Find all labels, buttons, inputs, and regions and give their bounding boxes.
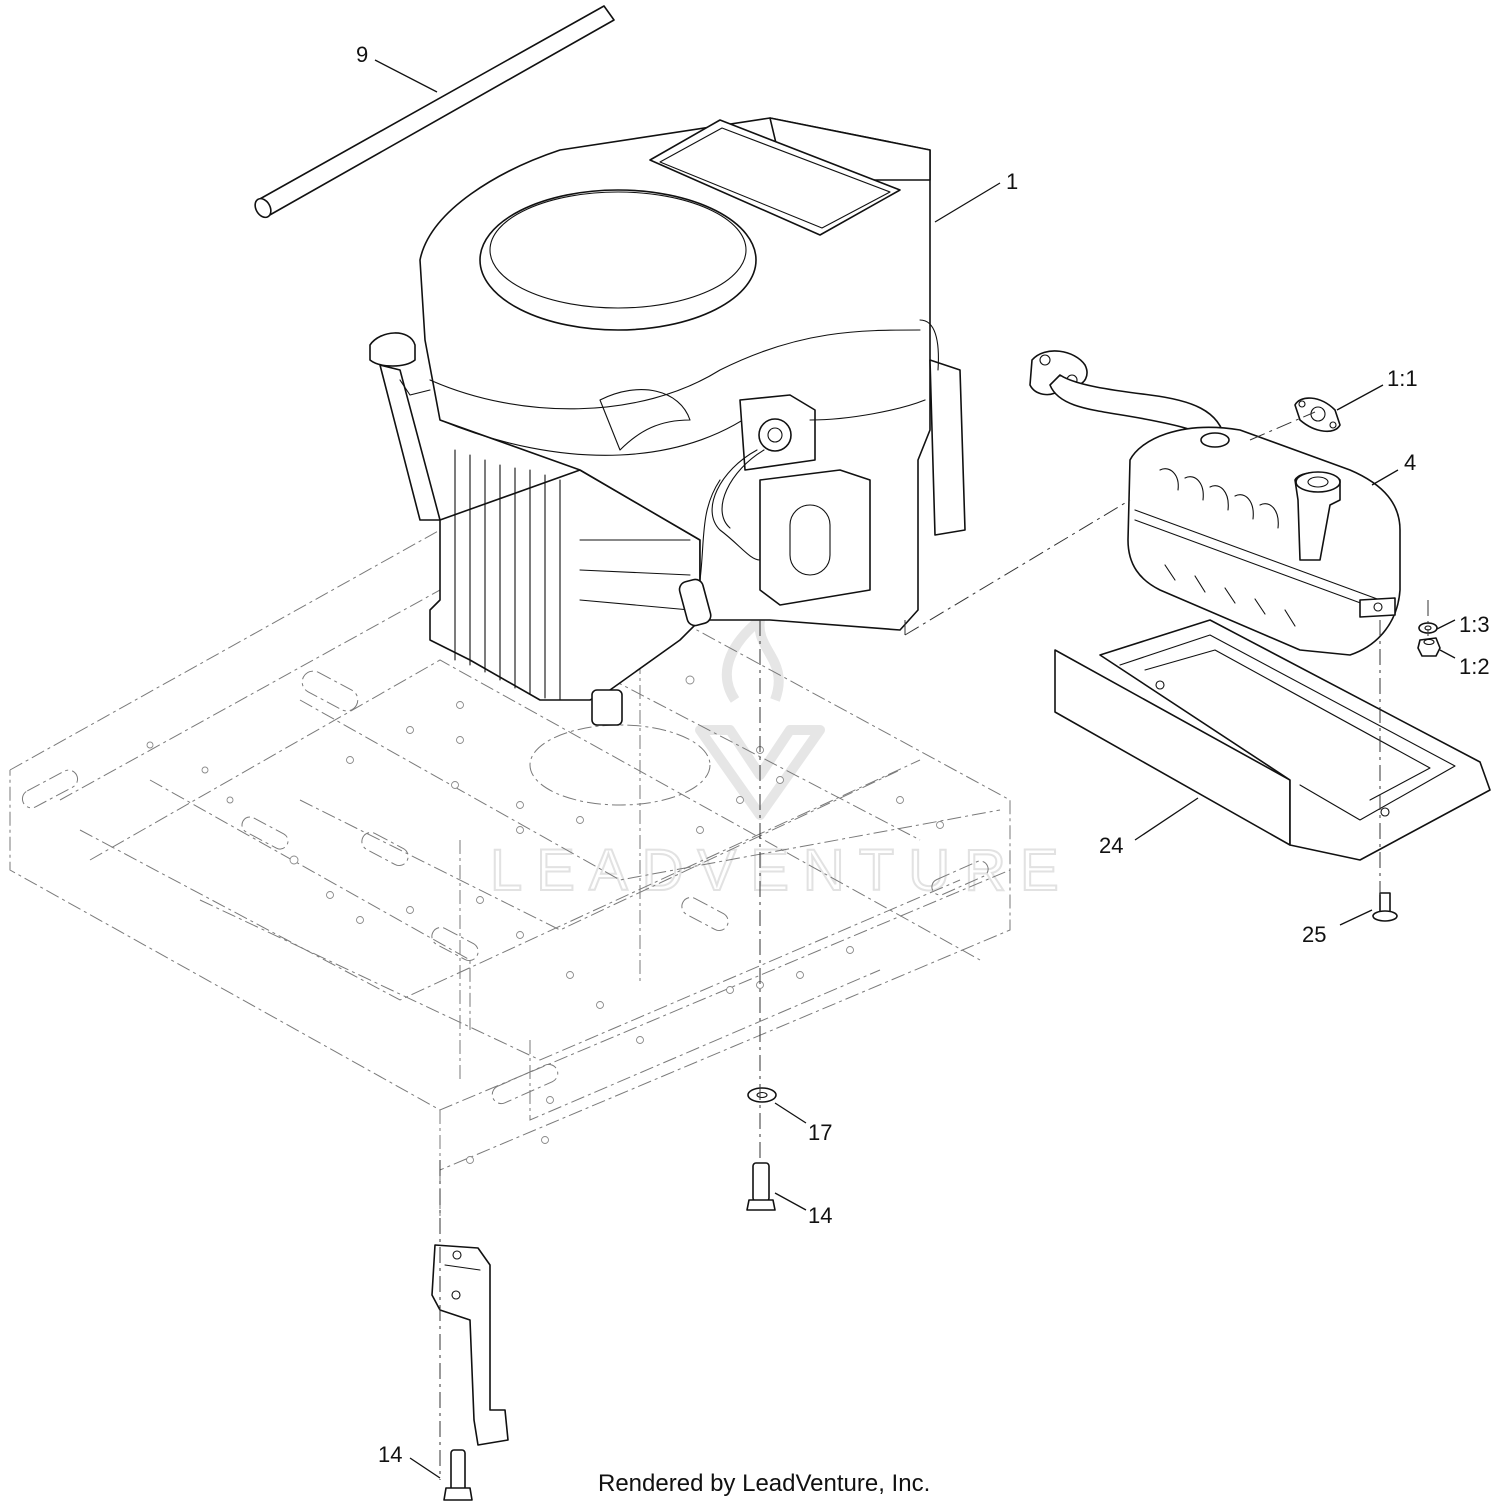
callout-25: 25 xyxy=(1302,922,1326,947)
nut-part-1-2 xyxy=(1417,637,1441,657)
footer-credit: Rendered by LeadVenture, Inc. xyxy=(598,1470,930,1497)
callout-4: 4 xyxy=(1404,450,1416,475)
watermark-text: LEADVENTURE xyxy=(490,838,1073,903)
mounting-bracket xyxy=(431,1244,509,1446)
leader-lines xyxy=(374,59,1456,1479)
callout-1-2: 1:2 xyxy=(1459,654,1490,679)
callout-24: 24 xyxy=(1099,833,1123,858)
screw-part-25 xyxy=(1372,892,1398,922)
assembly-centerlines xyxy=(439,411,1429,1480)
callout-1: 1 xyxy=(1006,169,1018,194)
heat-shield-part-24 xyxy=(1054,619,1491,861)
washer-part-17 xyxy=(747,1087,777,1103)
tube-part-9 xyxy=(254,5,615,219)
muffler-part-4 xyxy=(1029,350,1401,656)
callout-14-upper: 14 xyxy=(808,1203,832,1228)
callout-1-3: 1:3 xyxy=(1459,612,1490,637)
callout-1-1: 1:1 xyxy=(1387,366,1418,391)
callout-labels: 9 1 1:1 4 1:3 1:2 24 25 17 14 14 xyxy=(356,42,1490,1467)
engine-part-1 xyxy=(369,117,966,726)
bolt-part-14-upper xyxy=(746,1162,776,1211)
bolt-part-14-lower xyxy=(443,1449,473,1501)
callout-14-lower: 14 xyxy=(378,1442,402,1467)
gasket-part-1-1 xyxy=(1294,397,1341,433)
callout-9: 9 xyxy=(356,42,368,67)
callout-17: 17 xyxy=(808,1120,832,1145)
